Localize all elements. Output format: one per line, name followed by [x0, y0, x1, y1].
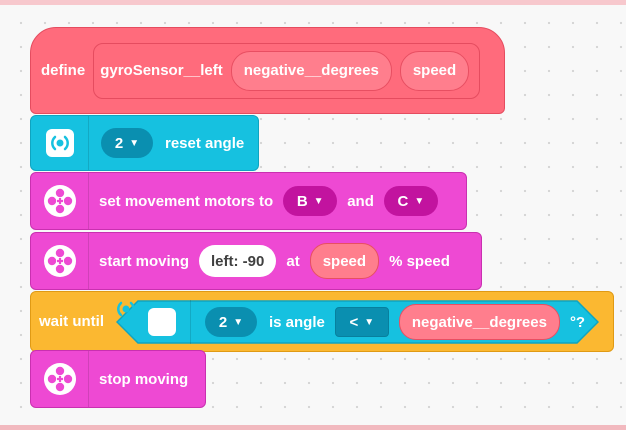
start-moving-icon-cell	[31, 233, 89, 289]
and-label: and	[347, 192, 374, 210]
stop-moving-icon-cell	[31, 351, 89, 407]
move-motors-icon	[43, 245, 76, 277]
gyro-sensor-icon	[117, 301, 176, 336]
motor-port-a-value: B	[296, 192, 308, 210]
move-motors-icon	[43, 185, 76, 217]
is-angle-condition[interactable]: 2 ▼ is angle < ▼ negative__degrees °?	[116, 300, 599, 344]
set-movement-motors-block[interactable]: set movement motors to B ▼ and C ▼	[30, 172, 467, 230]
operator-dropdown[interactable]: < ▼	[334, 307, 389, 337]
param-negative-degrees[interactable]: negative__degrees	[230, 50, 392, 91]
reset-angle-block[interactable]: 2 ▼ reset angle	[30, 115, 259, 171]
set-motors-icon-cell	[31, 173, 89, 229]
chevron-down-icon: ▼	[313, 195, 324, 207]
chevron-down-icon: ▼	[364, 316, 375, 328]
motor-port-b-value: C	[397, 192, 409, 210]
chevron-down-icon: ▼	[414, 195, 425, 207]
speed-reporter[interactable]: speed	[309, 243, 380, 279]
define-signature[interactable]: gyroSensor__left negative__degrees speed	[93, 42, 481, 99]
define-block[interactable]: define gyroSensor__left negative__degree…	[30, 27, 505, 114]
port-dropdown[interactable]: 2 ▼	[101, 128, 153, 158]
wait-until-label: wait until	[39, 313, 104, 330]
motor-port-a-dropdown[interactable]: B ▼	[283, 186, 338, 216]
define-name: gyroSensor__left	[100, 62, 223, 79]
chevron-down-icon: ▼	[233, 316, 244, 328]
param-speed[interactable]: speed	[399, 50, 470, 91]
direction-input[interactable]: left: -90	[199, 245, 277, 277]
stop-moving-block[interactable]: stop moving	[30, 350, 206, 408]
start-moving-block[interactable]: start moving left: -90 at speed % speed	[30, 232, 482, 290]
start-moving-label: start moving	[99, 252, 190, 270]
negative-degrees-reporter[interactable]: negative__degrees	[398, 304, 560, 340]
canvas-top-edge	[0, 0, 626, 5]
canvas-bottom-edge	[0, 425, 626, 430]
angle-unit-label: °?	[569, 313, 586, 331]
set-motors-label: set movement motors to	[99, 192, 274, 210]
speed-suffix: % speed	[389, 252, 450, 270]
chevron-down-icon: ▼	[129, 137, 140, 149]
gyro-sensor-icon	[45, 129, 74, 157]
stop-moving-label: stop moving	[99, 370, 189, 388]
condition-port-dropdown[interactable]: 2 ▼	[205, 307, 257, 337]
port-value: 2	[114, 134, 124, 152]
motor-port-b-dropdown[interactable]: C ▼	[383, 186, 438, 216]
move-motors-icon	[43, 363, 76, 395]
define-keyword: define	[41, 62, 86, 79]
is-angle-label: is angle	[269, 313, 325, 331]
at-label: at	[286, 252, 300, 270]
reset-angle-label: reset angle	[165, 134, 245, 152]
condition-divider	[190, 300, 191, 344]
condition-port-value: 2	[218, 313, 228, 331]
operator-value: <	[349, 313, 359, 331]
reset-angle-icon-cell	[31, 116, 89, 170]
